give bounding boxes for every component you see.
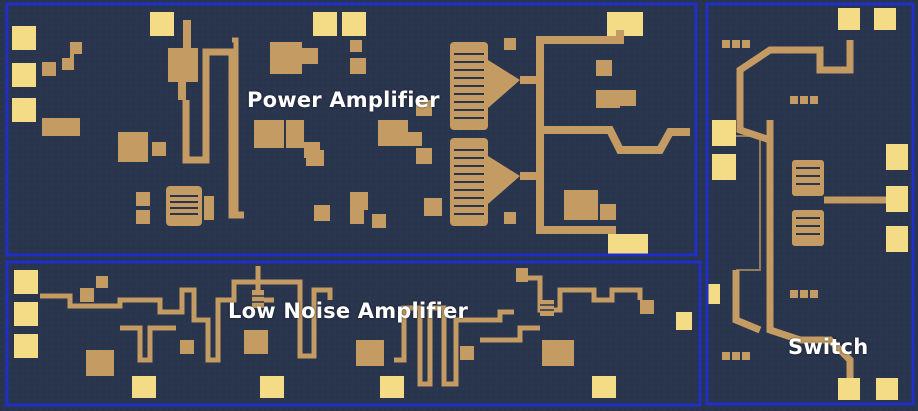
bond-pad <box>838 8 860 30</box>
bond-pad <box>14 334 38 358</box>
power-amplifier-frame <box>5 2 698 257</box>
low-noise-amplifier-frame <box>5 260 702 407</box>
switch-block <box>706 8 908 400</box>
bond-pad <box>607 12 643 36</box>
bond-pad <box>313 12 337 36</box>
bond-pad <box>380 376 404 398</box>
switch-frame <box>705 2 915 406</box>
bond-pad <box>886 226 908 252</box>
bond-pad <box>706 284 720 304</box>
bond-pad <box>838 378 860 400</box>
bond-pad <box>14 302 38 326</box>
bond-pad <box>12 26 36 50</box>
low-noise-amplifier-label: Low Noise Amplifier <box>228 299 469 323</box>
switch-label: Switch <box>788 335 869 359</box>
power-amplifier-block <box>12 12 690 256</box>
bond-pad <box>260 376 284 398</box>
bond-pad <box>676 312 692 330</box>
bond-pad <box>150 12 174 36</box>
bond-pad <box>12 63 36 87</box>
bond-pad <box>712 120 736 146</box>
bond-pad <box>12 98 36 122</box>
bond-pad <box>886 186 908 212</box>
bond-pad <box>886 144 908 170</box>
bond-pad <box>608 234 648 256</box>
low-noise-amplifier-block <box>14 266 692 398</box>
bond-pad <box>14 270 38 294</box>
power-amplifier-label: Power Amplifier <box>247 88 440 112</box>
bond-pad <box>876 378 898 400</box>
bond-pad <box>592 376 616 398</box>
bond-pad <box>874 8 896 30</box>
bond-pad <box>342 12 366 36</box>
bond-pad <box>712 154 736 180</box>
bond-pad <box>132 376 156 398</box>
